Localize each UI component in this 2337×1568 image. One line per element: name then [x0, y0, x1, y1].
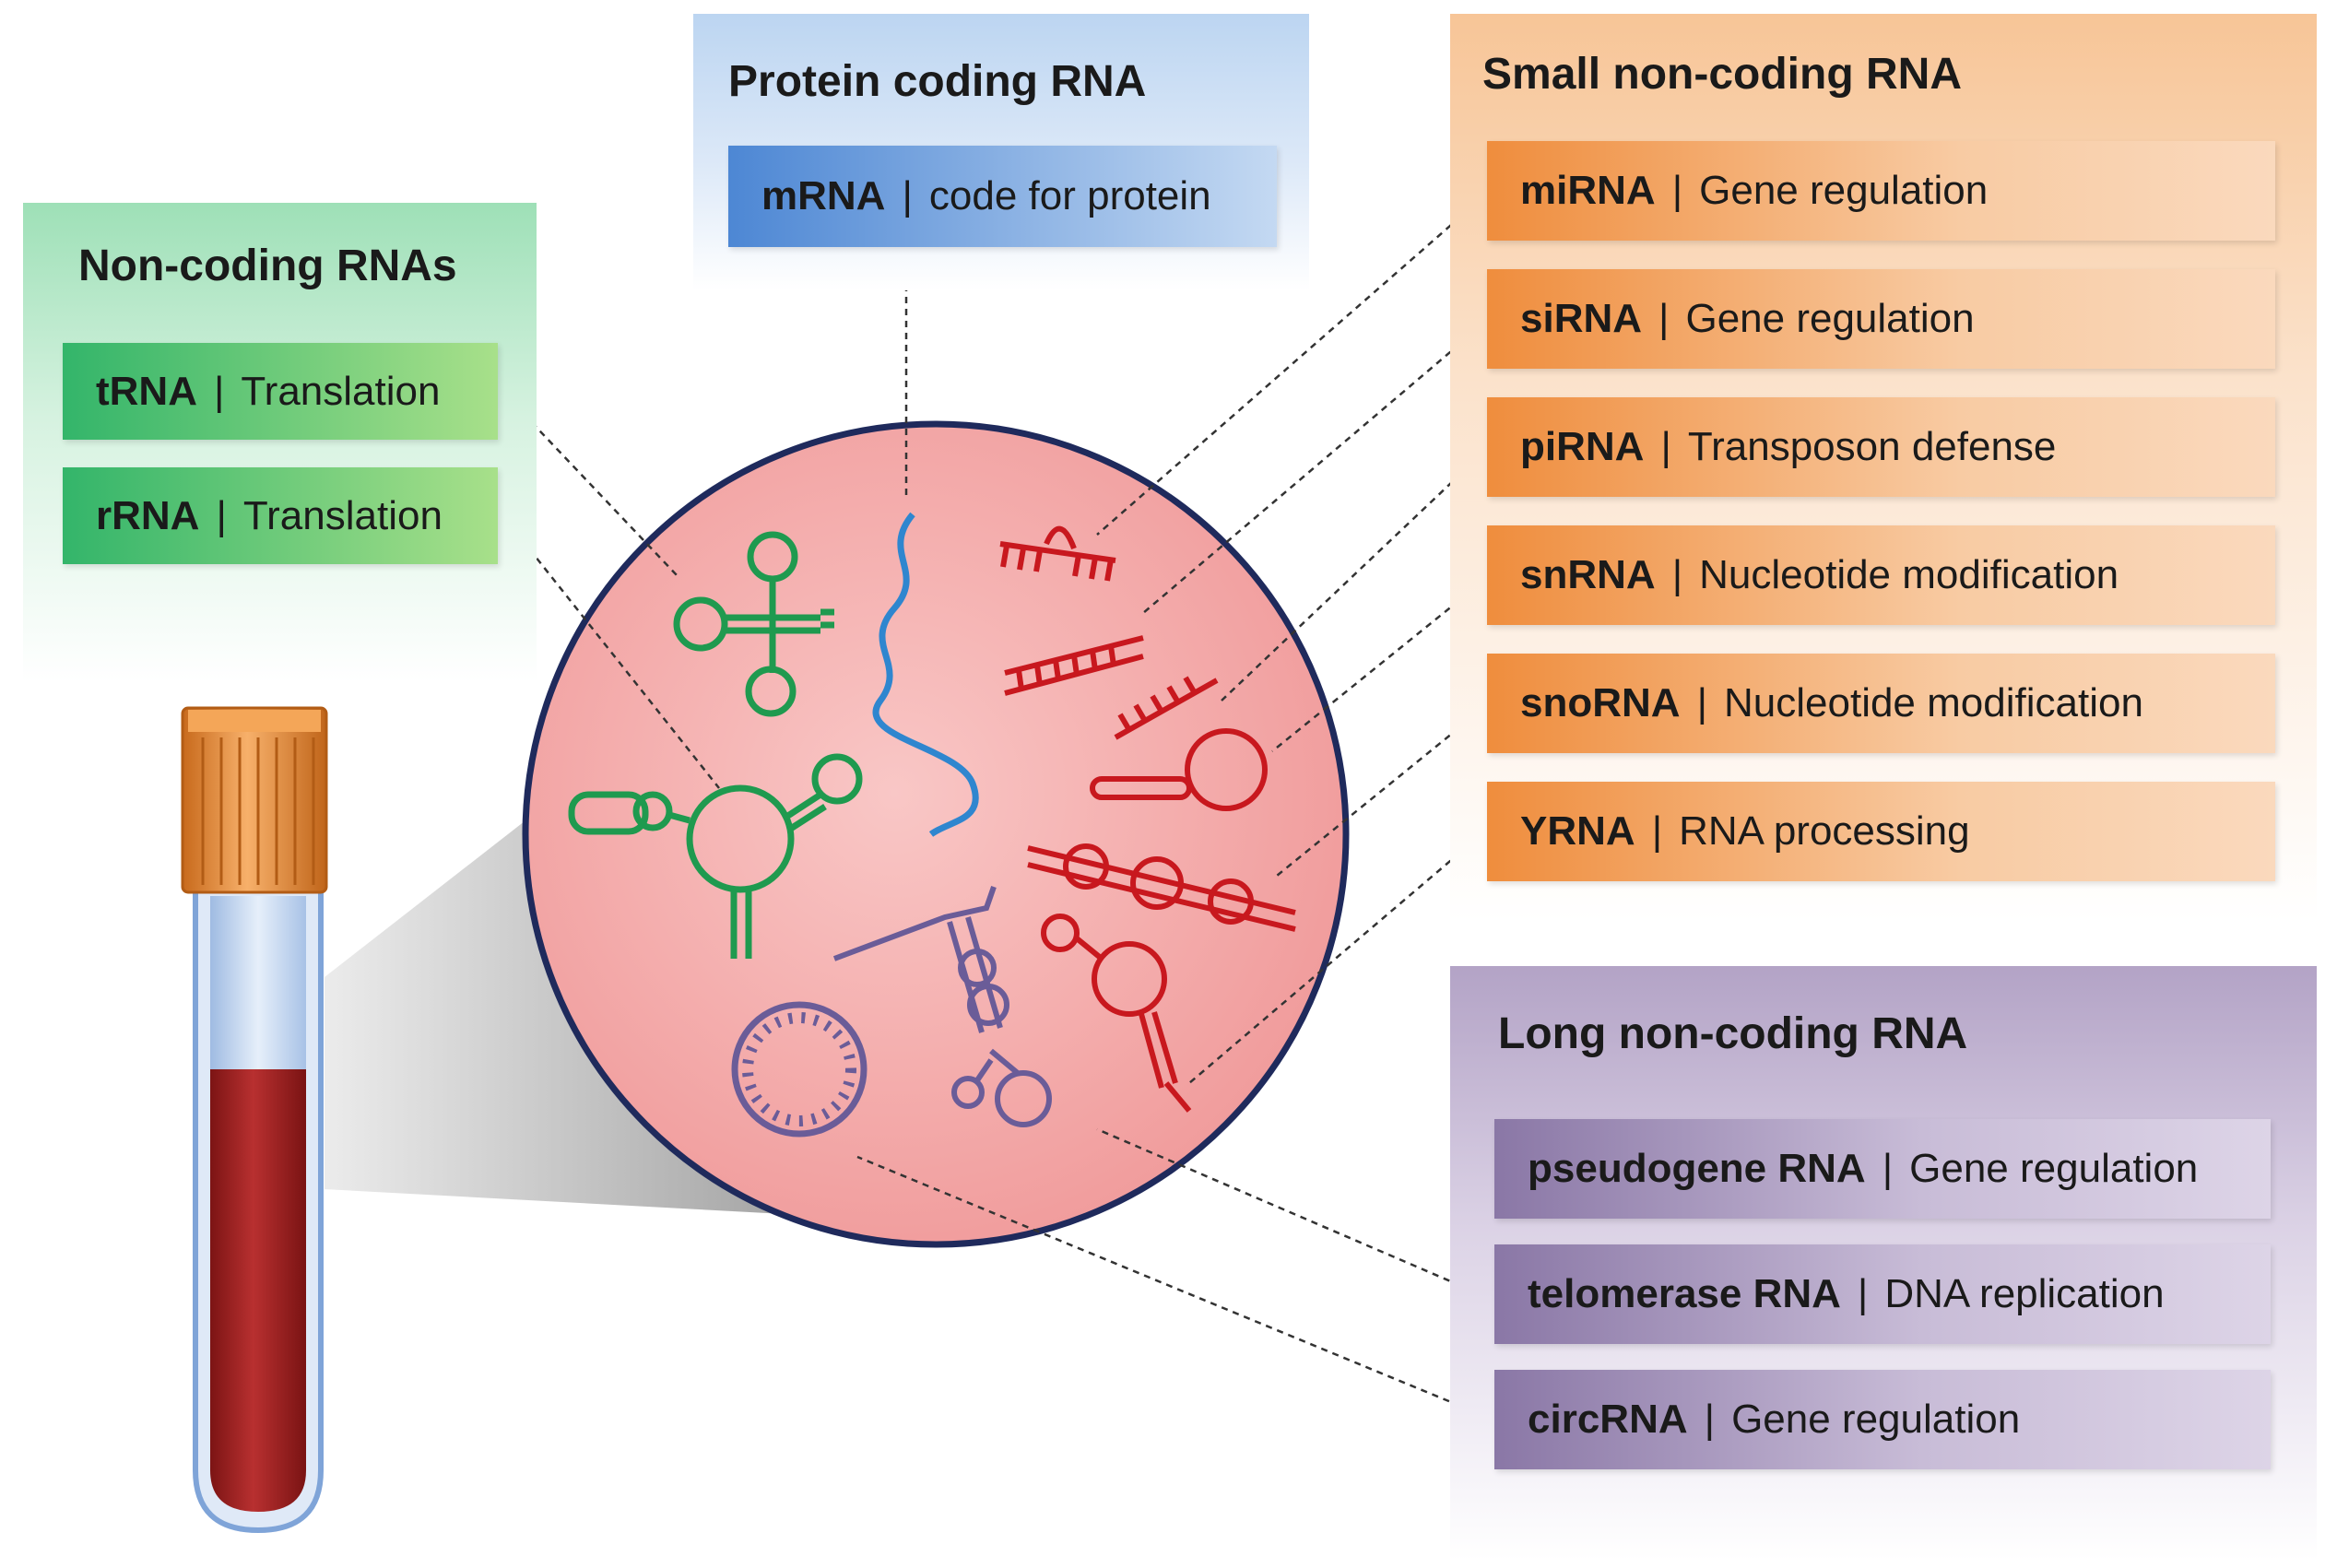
panel-title: Long non-coding RNA	[1498, 1009, 1968, 1058]
list-item-pseudogene-rna: pseudogene RNA | Gene regulation	[1494, 1119, 2271, 1219]
mirna-icon	[999, 525, 1116, 582]
rna-name: YRNA	[1520, 808, 1635, 854]
panel-title: Non-coding RNAs	[78, 242, 457, 290]
list-item-circrna: circRNA | Gene regulation	[1494, 1370, 2271, 1469]
separator: |	[1658, 296, 1670, 341]
rrna-icon	[568, 753, 863, 959]
panel-title: Small non-coding RNA	[1482, 50, 1962, 99]
panel-title: Protein coding RNA	[728, 57, 1147, 106]
connector-lines	[506, 193, 1494, 1421]
rna-name: circRNA	[1528, 1397, 1688, 1442]
separator: |	[1660, 424, 1671, 469]
list-item-sirna: siRNA | Gene regulation	[1487, 269, 2275, 369]
sirna-icon	[1004, 635, 1144, 696]
rna-name: miRNA	[1520, 168, 1656, 213]
list-item-telomerase-rna: telomerase RNA | DNA replication	[1494, 1244, 2271, 1344]
protein-coding-rna-panel: Protein coding RNA mRNA | code for protein	[693, 14, 1309, 290]
rna-function: Gene regulation	[1699, 168, 1989, 213]
rna-name: mRNA	[761, 173, 886, 218]
snrna-icon	[1090, 728, 1268, 811]
snorna-icon	[1027, 843, 1296, 932]
list-item-yrna: YRNA | RNA processing	[1487, 782, 2275, 881]
rna-function: Translation	[242, 492, 443, 538]
list-item-snrna: snRNA | Nucleotide modification	[1487, 525, 2275, 625]
pirna-icon	[1114, 676, 1219, 740]
separator: |	[1696, 680, 1707, 725]
separator: |	[1651, 808, 1663, 854]
list-item-pirna: piRNA | Transposon defense	[1487, 397, 2275, 497]
rna-name: snoRNA	[1520, 680, 1681, 725]
list-item-snorna: snoRNA | Nucleotide modification	[1487, 654, 2275, 753]
rna-function: Gene regulation	[1685, 296, 1975, 341]
list-item-mrna: mRNA | code for protein	[728, 146, 1277, 247]
rna-function: Gene regulation	[1909, 1146, 2199, 1191]
separator: |	[902, 173, 913, 218]
long-noncoding-rna-panel: Long non-coding RNA pseudogene RNA | Gene …	[1450, 966, 2317, 1561]
rna-name: tRNA	[96, 368, 197, 414]
noncoding-rna-panel: Non-coding RNAs tRNA | Translation rRNA | Tr…	[23, 203, 537, 682]
mrna-icon	[872, 512, 979, 837]
separator: |	[213, 368, 225, 414]
rna-name: piRNA	[1520, 424, 1645, 469]
separator: |	[1671, 552, 1683, 597]
separator: |	[1882, 1146, 1894, 1191]
small-noncoding-rna-panel: Small non-coding RNA miRNA | Gene regulati…	[1450, 14, 2317, 922]
list-item-trna: tRNA | Translation	[63, 343, 498, 440]
rna-function: DNA replication	[1884, 1271, 2165, 1316]
rna-name: telomerase RNA	[1528, 1271, 1841, 1316]
list-item-mirna: miRNA | Gene regulation	[1487, 141, 2275, 241]
separator: |	[1857, 1271, 1869, 1316]
rna-function: Nucleotide modification	[1724, 680, 2143, 725]
rna-name: rRNA	[96, 492, 200, 538]
trna-icon	[673, 531, 834, 717]
separator: |	[1671, 168, 1683, 213]
rna-function: code for protein	[928, 173, 1211, 218]
separator: |	[1704, 1397, 1716, 1442]
rna-function: RNA processing	[1679, 808, 1970, 854]
rna-function: Nucleotide modification	[1699, 552, 2119, 597]
rna-function: Translation	[241, 368, 441, 414]
rna-name: pseudogene RNA	[1528, 1146, 1866, 1191]
rna-name: snRNA	[1520, 552, 1656, 597]
circrna-icon	[731, 1001, 868, 1138]
list-item-rrna: rRNA | Translation	[63, 467, 498, 564]
rna-function: Transposon defense	[1687, 424, 2057, 469]
yrna-icon	[1041, 914, 1192, 1113]
rna-name: siRNA	[1520, 296, 1643, 341]
separator: |	[216, 492, 227, 538]
blood-tube-icon	[181, 706, 328, 1534]
telomerase-rna-icon	[832, 886, 1052, 1127]
rna-function: Gene regulation	[1731, 1397, 2021, 1442]
